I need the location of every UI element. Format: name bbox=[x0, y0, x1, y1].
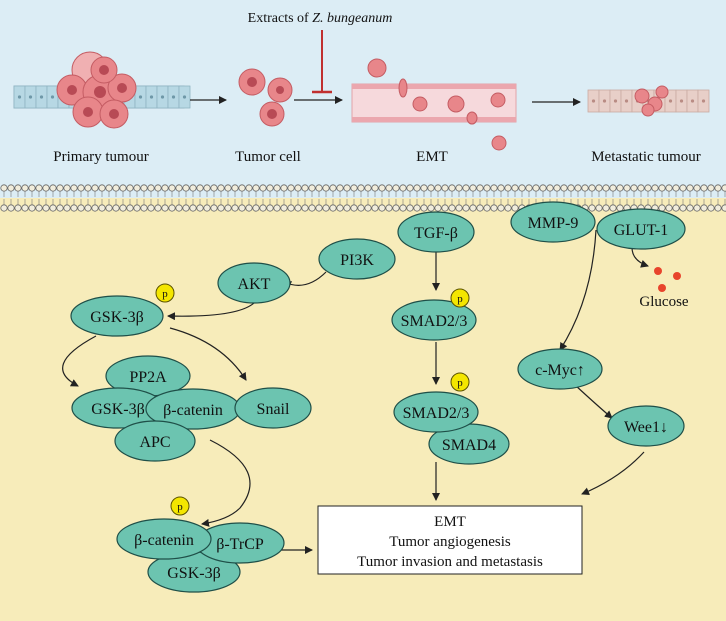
svg-text:p: p bbox=[457, 293, 463, 305]
svg-text:GLUT-1: GLUT-1 bbox=[614, 222, 669, 239]
svg-text:β-catenin: β-catenin bbox=[134, 532, 194, 549]
glucose-molecules bbox=[654, 267, 681, 292]
node-akt: AKT bbox=[217, 262, 291, 304]
node-cmyc: c-Myc↑ bbox=[517, 348, 603, 390]
cell-membrane bbox=[0, 184, 726, 212]
svg-text:PP2A: PP2A bbox=[129, 369, 167, 386]
outcome-line-1: EMT bbox=[434, 514, 466, 530]
node-wee1: Wee1↓ bbox=[607, 405, 685, 447]
svg-text:GSK-3β: GSK-3β bbox=[167, 565, 220, 582]
node-glut1: GLUT-1 bbox=[596, 208, 686, 250]
outcome-box: EMT Tumor angiogenesis Tumor invasion an… bbox=[317, 505, 583, 575]
metastatic-tumour-illustration bbox=[587, 85, 710, 117]
svg-text:MMP-9: MMP-9 bbox=[528, 215, 579, 232]
svg-text:APC: APC bbox=[139, 434, 170, 451]
node-gsk3b-mid: GSK-3β bbox=[71, 387, 165, 429]
node-tgfb: TGF-β bbox=[397, 211, 475, 253]
svg-text:PI3K: PI3K bbox=[340, 252, 374, 269]
svg-text:TGF-β: TGF-β bbox=[414, 225, 458, 242]
node-smad23-a: SMAD2/3 p bbox=[391, 288, 477, 341]
svg-text:SMAD2/3: SMAD2/3 bbox=[401, 313, 468, 330]
node-pp2a: PP2A bbox=[105, 355, 191, 397]
svg-text:β-catenin: β-catenin bbox=[163, 402, 223, 419]
glucose-label: Glucose bbox=[639, 294, 688, 310]
svg-text:p: p bbox=[162, 288, 168, 300]
primary-tumour-illustration bbox=[13, 51, 191, 129]
svg-text:p: p bbox=[177, 501, 183, 513]
extract-label: Extracts of Z. bungeanum bbox=[248, 11, 393, 26]
svg-text:SMAD4: SMAD4 bbox=[442, 437, 496, 454]
outcome-line-2: Tumor angiogenesis bbox=[389, 534, 511, 550]
svg-text:AKT: AKT bbox=[238, 276, 271, 293]
node-mmp9: MMP-9 bbox=[510, 201, 596, 243]
stage-label-emt: EMT bbox=[416, 149, 448, 165]
node-bcatenin-mid: β-catenin bbox=[145, 388, 241, 430]
outcome-line-3: Tumor invasion and metastasis bbox=[357, 554, 543, 570]
node-gsk3b-top: GSK-3β p bbox=[70, 283, 175, 337]
node-apc: APC bbox=[114, 420, 196, 462]
stage-label-metastatic: Metastatic tumour bbox=[591, 149, 701, 165]
svg-text:β-TrCP: β-TrCP bbox=[216, 536, 264, 553]
node-smad4: SMAD4 bbox=[428, 423, 510, 465]
node-bcatenin-bottom: β-catenin p bbox=[116, 496, 212, 560]
svg-text:SMAD2/3: SMAD2/3 bbox=[403, 405, 470, 422]
blood-vessel-illustration bbox=[351, 58, 517, 151]
svg-text:Wee1↓: Wee1↓ bbox=[624, 419, 668, 436]
tumor-cell-illustration bbox=[238, 68, 293, 127]
node-snail: Snail bbox=[234, 387, 312, 429]
svg-text:p: p bbox=[457, 377, 463, 389]
svg-text:c-Myc↑: c-Myc↑ bbox=[535, 362, 585, 379]
node-smad23-b: SMAD2/3 p bbox=[393, 372, 479, 433]
node-gsk3b-bottom: GSK-3β bbox=[147, 551, 241, 593]
svg-text:Snail: Snail bbox=[257, 401, 290, 418]
svg-text:GSK-3β: GSK-3β bbox=[91, 401, 144, 418]
node-btrcp: β-TrCP bbox=[195, 522, 285, 564]
svg-text:GSK-3β: GSK-3β bbox=[90, 309, 143, 326]
stage-label-primary: Primary tumour bbox=[53, 149, 148, 165]
node-pi3k: PI3K bbox=[318, 238, 396, 280]
stage-label-tumor-cell: Tumor cell bbox=[235, 149, 301, 165]
